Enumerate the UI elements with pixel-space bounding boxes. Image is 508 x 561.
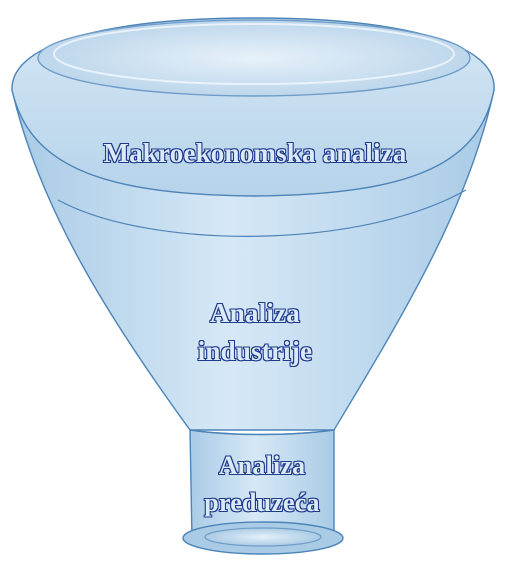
level-divider-2: [189, 429, 335, 436]
funnel-top-highlight: [53, 23, 455, 85]
level-2-label-line-1: Analiza: [210, 298, 300, 328]
funnel-outlet-opening: [204, 527, 322, 547]
level-1-label: Makroekonomska analiza: [103, 138, 407, 168]
level-divider-1: [57, 189, 467, 237]
level-label-industry: Analiza industrije: [150, 294, 360, 370]
level-label-company: Analiza preduzeća: [186, 447, 338, 521]
level-3-label-line-2: preduzeća: [204, 488, 320, 517]
level-label-macroeconomic: Makroekonomska analiza: [60, 138, 450, 169]
funnel-top-opening: [37, 19, 471, 97]
level-2-label-line-2: industrije: [197, 336, 313, 366]
level-3-label-line-1: Analiza: [218, 451, 306, 480]
